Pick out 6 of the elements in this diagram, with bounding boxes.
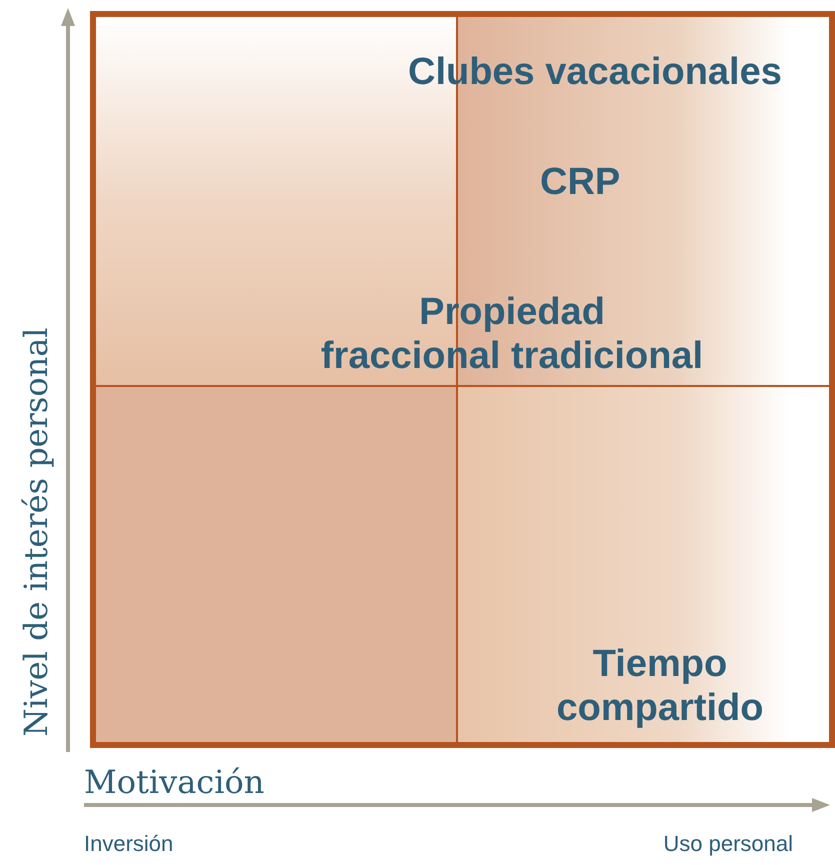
axis-end-label: Uso personal — [663, 830, 793, 858]
quadrant-label: CRP — [540, 160, 620, 204]
axis-end-label: Inversión — [84, 830, 174, 858]
quadrant-label: Tiempo compartido — [556, 642, 764, 730]
axis-title: Nivel de interés personal — [18, 327, 54, 737]
axis-title: Motivación — [84, 762, 264, 802]
